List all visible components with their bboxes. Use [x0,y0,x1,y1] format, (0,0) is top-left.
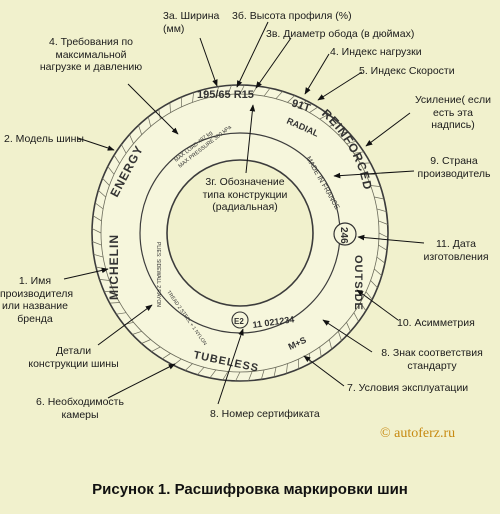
marking-manufacturer: MICHELIN [107,234,121,300]
label-carcass: Детали конструкции шины [16,345,131,370]
label-asymmetry: 10. Асимметрия [397,317,475,330]
label-load-index: 4. Индекс нагрузки [330,46,422,59]
label-rim: 3в. Диаметр обода (в дюймах) [266,28,414,41]
label-speed-index: 5. Индекс Скорости [359,65,455,78]
label-tube: 6. Необходимость камеры [30,396,130,421]
arrow-conditions [304,356,344,386]
label-manufacturer: 1. Имя производителя или название бренда [0,275,70,325]
copyright-text: © autoferz.ru [380,426,455,442]
label-country: 9. Страна производитель [414,155,494,180]
date-code-badge: 246 [334,223,356,245]
marking-date-code: 246 [338,227,349,244]
marking-cert-mark: E2 [234,317,244,326]
arrow-load-index [305,54,329,94]
arrow-reinforced [366,113,410,146]
arrow-width [200,38,217,86]
label-standard: 8. Знак соответствия стандарту [368,347,496,372]
label-load-pressure: 4. Требования по максимальной нагрузке и… [16,36,166,74]
figure-caption: Рисунок 1. Расшифровка маркировки шин [0,481,500,498]
marking-size: 195/65 R15 [197,89,254,101]
label-profile: 3б. Высота профиля (%) [232,10,352,23]
marking-ply-details: PLIES: SIDEWALL 2 RAYON [155,242,161,307]
label-reinforced: Усиление( если есть эта надпись) [408,94,498,132]
label-construction: 3г. Обозначение типа конструкции (радиал… [190,176,300,214]
arrow-rim [256,38,291,88]
label-date: 11. Дата изготовления [420,238,492,263]
marking-outside: OUTSIDE [352,255,364,311]
label-certificate: 8. Номер сертификата [210,408,320,421]
label-conditions: 7. Условия эксплуатации [347,382,468,395]
cert-mark-badge: E2 [232,312,248,328]
arrow-speed-index [318,72,362,100]
label-width: 3а. Ширина (мм) [163,10,219,35]
label-model: 2. Модель шины [4,133,84,146]
